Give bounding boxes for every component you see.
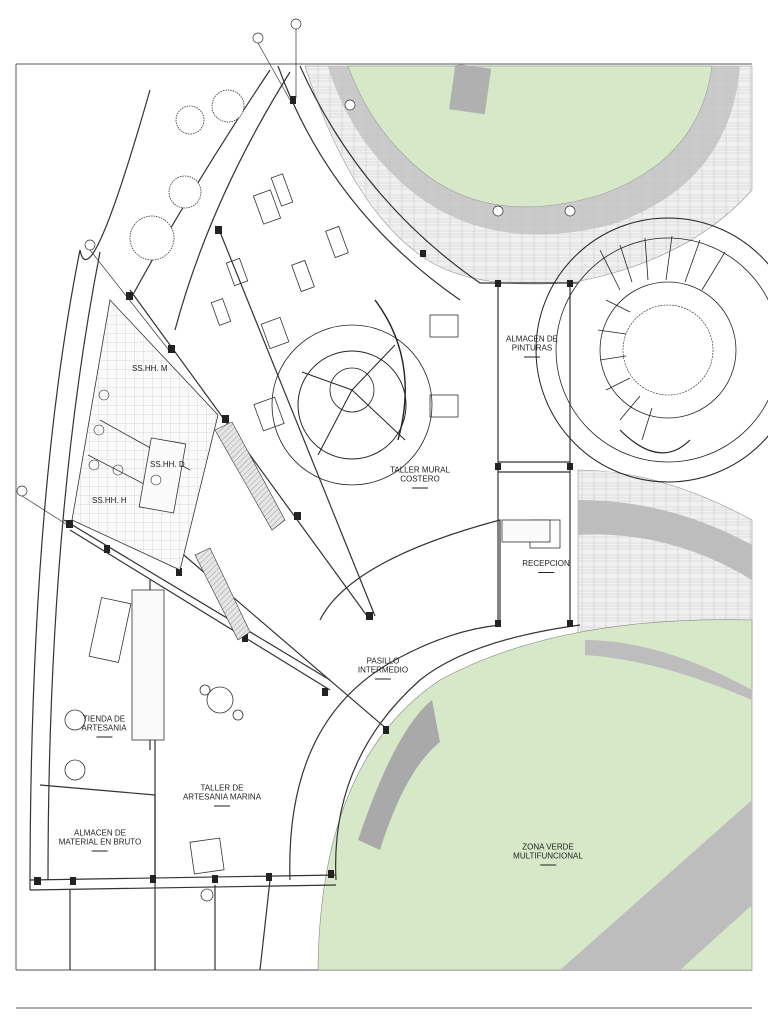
room-level-marker [374,676,391,680]
room-label-almacen-pinturas-text: ALMACEN DE PINTURAS [505,334,559,353]
walkway-right [578,500,752,580]
room-label-taller-mural: TALLER MURAL COSTERO [390,466,450,489]
room-label-almacen-material-text: ALMACEN DE MATERIAL EN BRUTO [58,828,142,847]
room-label-recepcion: RECEPCION [522,559,570,573]
trees [129,89,245,261]
structural-columns [34,96,573,885]
room-label-recepcion-text: RECEPCION [522,559,570,568]
room-label-tienda-text: TIENDA DE ARTESANIA [81,714,127,733]
lower-plaza [317,619,753,971]
room-label-taller-artesania: TALLER DE ARTESANIA MARINA [183,784,261,807]
room-label-pasillo: PASILLO INTERMEDIO [358,657,408,680]
hatched-ramps [194,421,286,641]
spiral-stair-right [535,217,768,483]
walkway-bottom-curve [358,700,440,850]
room-level-marker [95,734,112,738]
restroom-label-d: SS.HH. D [150,460,185,469]
room-level-marker [92,848,108,852]
room-label-taller-artesania-text: TALLER DE ARTESANIA MARINA [182,783,262,802]
walkway-top [328,66,740,235]
room-level-marker [412,485,428,489]
room-level-marker [214,803,230,807]
furniture [64,173,561,902]
room-label-almacen-material: ALMACEN DE MATERIAL EN BRUTO [58,828,142,852]
room-label-pasillo-text: PASILLO INTERMEDIO [357,656,409,675]
restroom-label-m: SS.HH. M [132,364,168,373]
room-label-zona-verde-text: ZONA VERDE MULTIFUNCIONAL [513,842,583,861]
spiral-stair-mural [271,299,433,486]
room-label-almacen-pinturas: ALMACEN DE PINTURAS [506,335,558,358]
room-level-marker [538,569,554,573]
walkway-bottom-right [585,640,752,700]
axis-bubbles [16,18,576,525]
room-label-taller-mural-text: TALLER MURAL COSTERO [390,465,450,484]
room-level-marker [523,354,540,358]
restroom-label-h: SS.HH. H [92,496,127,505]
upper-plaza [304,63,753,285]
room-label-zona-verde: ZONA VERDE MULTIFUNCIONAL [513,843,583,866]
walkway-bottom-diagonal [560,800,752,970]
room-label-tienda: TIENDA DE ARTESANIA [81,714,127,738]
room-level-marker [539,862,556,866]
restroom-block [71,299,219,571]
bench-top [449,63,492,115]
